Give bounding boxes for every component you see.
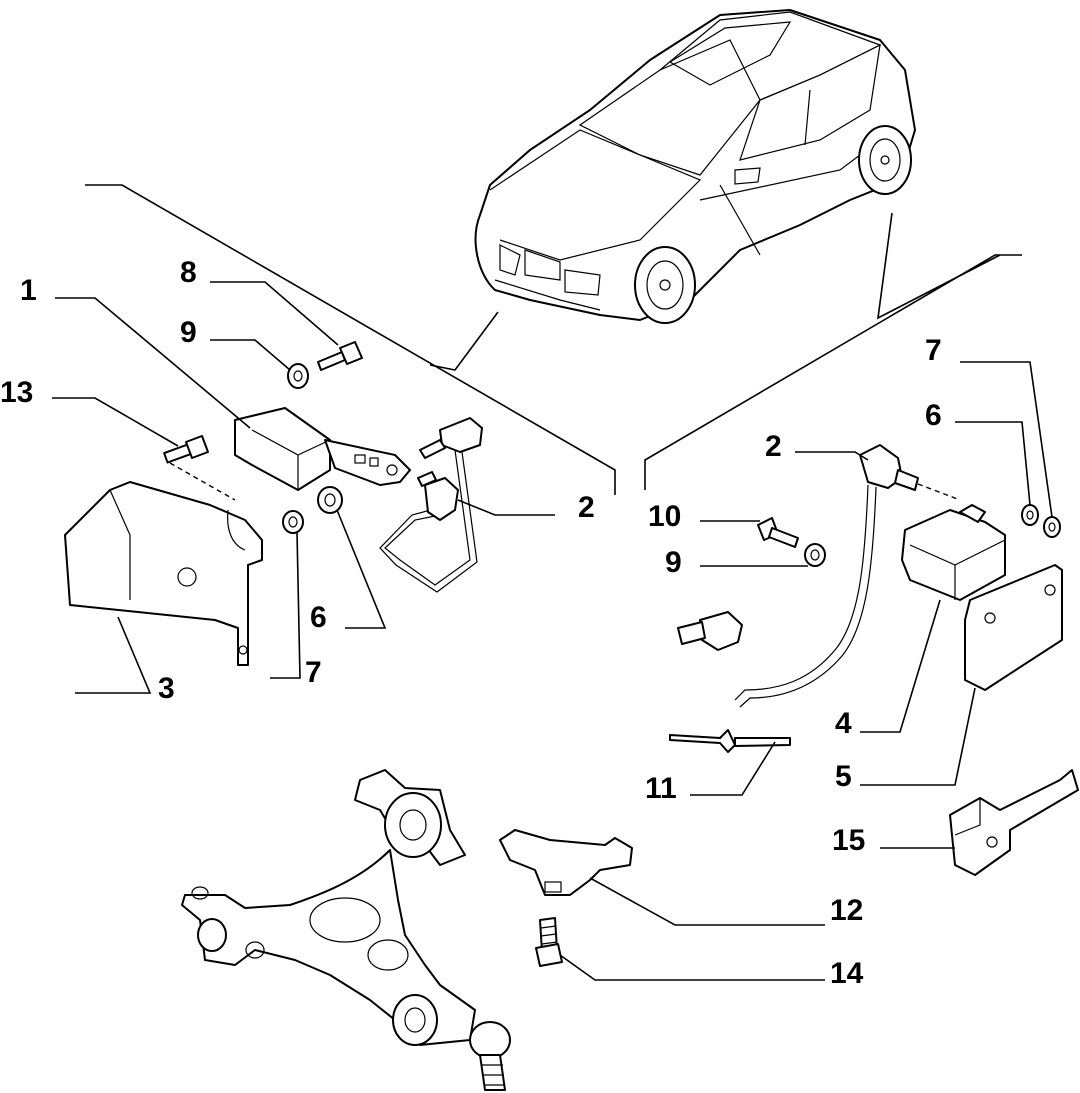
- leader-lines: [52, 281, 1053, 981]
- right-sensor-group: [669, 444, 1079, 876]
- callout-2-left: 2: [578, 491, 595, 524]
- callout-9-left: 9: [180, 316, 197, 349]
- washer-part-6-left: [317, 486, 343, 514]
- washer-part-7-left: [282, 510, 304, 534]
- callout-12: 12: [830, 894, 863, 927]
- bracket-part-15: [949, 769, 1079, 876]
- bracket-part-12: [499, 829, 633, 896]
- car-illustration: [474, 9, 916, 324]
- callout-13: 13: [0, 376, 33, 409]
- callout-7-right: 7: [925, 334, 942, 367]
- sensor-part-1: [234, 407, 411, 491]
- callout-9-right: 9: [665, 546, 682, 579]
- callout-14: 14: [830, 957, 864, 990]
- callout-5: 5: [835, 760, 852, 793]
- callout-7-left: 7: [305, 656, 322, 689]
- zoom-pointers: [85, 184, 1022, 495]
- plate-part-5: [964, 564, 1063, 691]
- callout-3: 3: [158, 672, 175, 705]
- callout-labels: 1 8 9 13 2 6 7 3 2 10 9 7 6 4 5 11 15 12…: [0, 256, 942, 990]
- bracket-part-3: [64, 481, 263, 666]
- callout-6-right: 6: [925, 399, 942, 432]
- callout-15: 15: [832, 824, 865, 857]
- callout-2-right: 2: [765, 430, 782, 463]
- control-arm: [181, 769, 511, 1091]
- rivet-part-11: [669, 729, 791, 753]
- callout-6-left: 6: [310, 601, 327, 634]
- callout-11: 11: [645, 772, 677, 805]
- washer-part-9-left: [287, 363, 309, 389]
- screw-part-10: [757, 517, 799, 548]
- washer-part-6-right: [1021, 504, 1039, 526]
- bolt-part-13: [163, 435, 236, 501]
- lower-group: [181, 769, 633, 1091]
- screw-part-8: [317, 341, 363, 371]
- callout-4: 4: [835, 707, 852, 740]
- washer-part-7-right: [1043, 516, 1061, 538]
- screw-part-14: [535, 917, 563, 967]
- washer-part-9-right: [804, 543, 826, 567]
- callout-8: 8: [180, 256, 197, 289]
- sensor-part-4: [901, 504, 1006, 601]
- linkage-rod-part-2-right: [677, 444, 961, 708]
- callout-1: 1: [20, 274, 37, 307]
- left-sensor-group: [64, 341, 483, 666]
- linkage-rod-part-2-left: [379, 417, 483, 593]
- callout-10: 10: [648, 500, 681, 533]
